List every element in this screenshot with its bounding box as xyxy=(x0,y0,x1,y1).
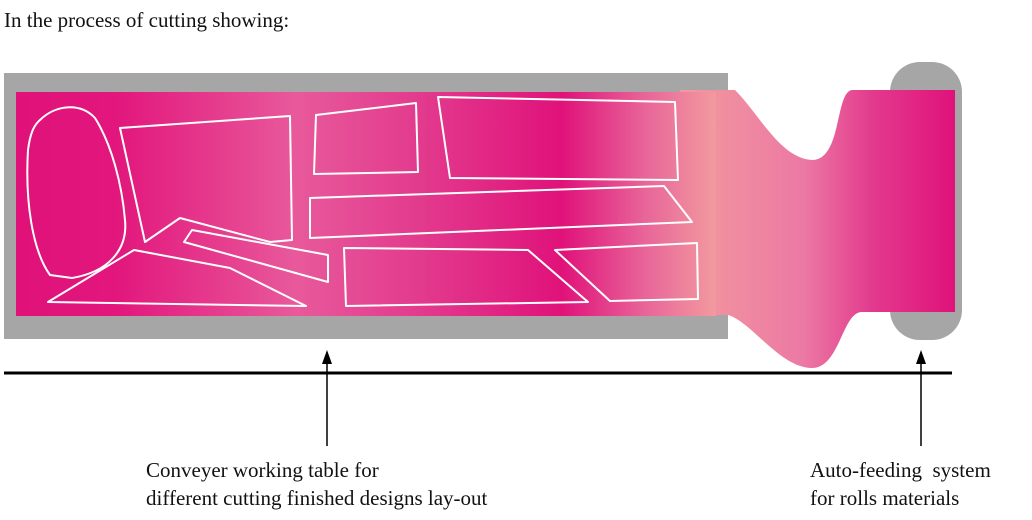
cut-piece-5 xyxy=(183,229,329,283)
auto-feeding-label: Auto-feeding system for rolls materials xyxy=(810,456,991,512)
cut-piece-7 xyxy=(343,247,589,307)
diagram-heading: In the process of cutting showing: xyxy=(4,8,290,32)
conveyor-table-label: Conveyer working table for different cut… xyxy=(146,456,487,512)
conveyor-table-label-line2: different cutting finished designs lay-o… xyxy=(146,486,488,510)
conveyor-table-label-line1: Conveyer working table for xyxy=(146,458,379,482)
feeding-fabric xyxy=(680,90,955,368)
cut-piece-1 xyxy=(119,115,293,243)
auto-feeding-label-line1: Auto-feeding system xyxy=(810,458,991,482)
cut-piece-4 xyxy=(309,185,693,239)
cut-piece-2 xyxy=(313,102,419,175)
feeder-arrow xyxy=(916,350,926,446)
cut-piece-8 xyxy=(554,242,699,302)
fabric-on-table xyxy=(16,92,716,316)
auto-feeding-label-line2: for rolls materials xyxy=(810,486,960,510)
cut-piece-6 xyxy=(47,249,307,307)
cut-piece-3 xyxy=(437,96,679,181)
cut-piece-oval xyxy=(26,106,127,279)
table-arrow xyxy=(322,350,332,446)
cut-pieces xyxy=(26,96,699,307)
